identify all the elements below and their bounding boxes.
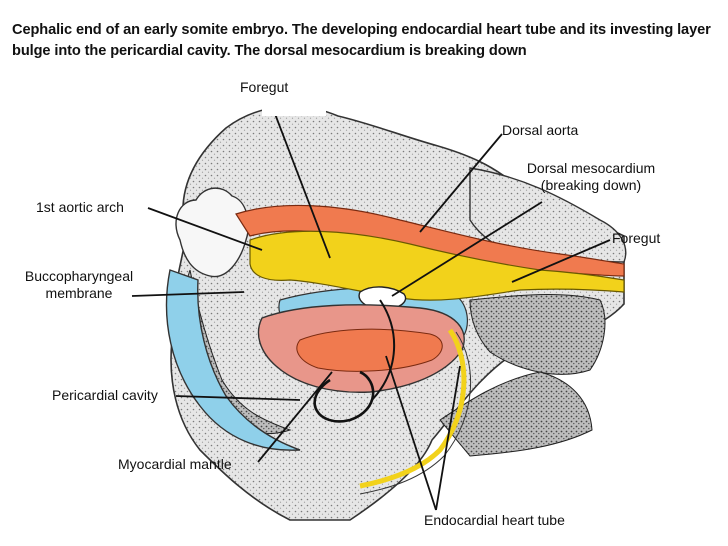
foregut-label-bg	[262, 104, 326, 116]
label-buccopharyngeal: Buccopharyngeal membrane	[22, 268, 136, 302]
heart-tube-shape	[296, 328, 443, 372]
label-endocardial-heart-tube: Endocardial heart tube	[424, 512, 565, 528]
leader-dorsal-mesocardium	[391, 201, 543, 297]
shadow-right	[469, 294, 606, 375]
leader-lines	[131, 105, 611, 511]
figure-caption: Cephalic end of an early somite embryo. …	[12, 22, 711, 59]
pericardial-cavity-shape	[165, 269, 301, 451]
leader-pericardial-cavity	[175, 395, 301, 401]
label-dorsal-mesocardium: Dorsal mesocardium (breaking down)	[510, 160, 672, 194]
loop-rim-edge	[359, 331, 472, 495]
label-buccopharyngeal-line2: membrane	[45, 285, 113, 301]
leader-first-aortic-arch	[147, 207, 263, 251]
shadow-lower	[439, 371, 593, 457]
leader-foregut-top	[271, 105, 331, 259]
cavity-arrow-loop	[313, 370, 375, 423]
label-foregut-top: Foregut	[240, 79, 289, 95]
label-pericardial-cavity: Pericardial cavity	[52, 387, 158, 403]
label-dorsal-mesocardium-line1: Dorsal mesocardium	[526, 160, 656, 176]
label-first-aortic-arch: 1st aortic arch	[36, 199, 124, 215]
leader-buccopharyngeal	[131, 291, 245, 297]
loop-rim	[359, 328, 467, 489]
label-foregut-right: Foregut	[612, 230, 661, 246]
leader-dorsal-aorta	[419, 133, 503, 233]
leader-endocardial-b	[435, 365, 461, 511]
leader-myocardial-mantle	[257, 371, 333, 463]
heart-arrow-loop	[371, 299, 396, 401]
leader-foregut-right	[511, 239, 611, 283]
label-dorsal-aorta: Dorsal aorta	[502, 122, 579, 138]
leader-endocardial-a	[385, 355, 437, 511]
label-buccopharyngeal-line1: Buccopharyngeal	[24, 268, 134, 284]
foregut-shape	[249, 230, 625, 301]
label-dorsal-mesocardium-line2: (breaking down)	[540, 177, 642, 193]
label-myocardial-mantle: Myocardial mantle	[118, 456, 232, 472]
